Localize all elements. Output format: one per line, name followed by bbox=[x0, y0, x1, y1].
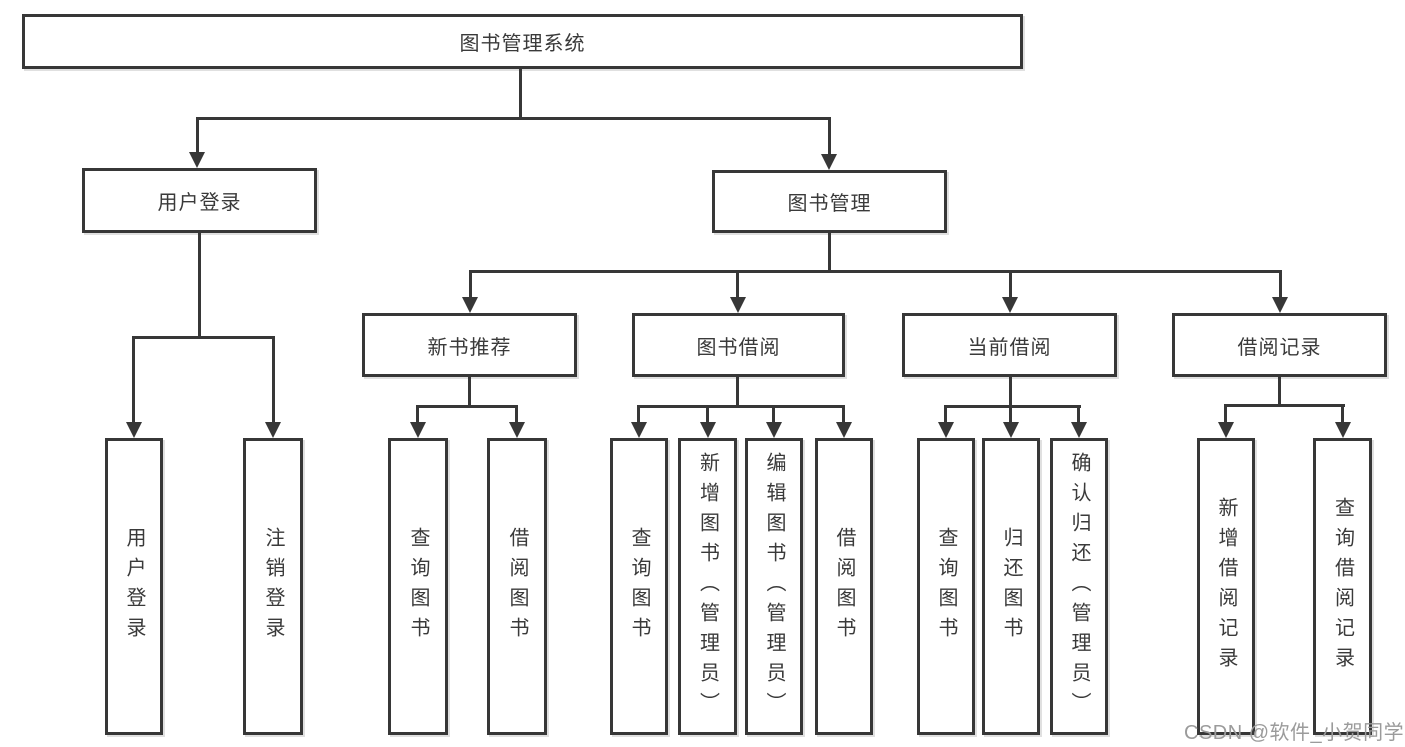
connector-line bbox=[1009, 405, 1012, 424]
arrowhead-down-icon bbox=[265, 422, 281, 438]
connector-line bbox=[706, 405, 709, 424]
connector-line bbox=[828, 233, 831, 273]
node-add-books-admin: 新增图书（管理员） bbox=[678, 438, 737, 735]
leaf-label: 用户登录 bbox=[123, 526, 145, 647]
connector-line bbox=[417, 405, 518, 408]
node-library-management-system: 图书管理系统 bbox=[22, 14, 1023, 69]
connector-line bbox=[196, 117, 199, 153]
arrowhead-down-icon bbox=[700, 422, 716, 438]
node-book-borrowing: 图书借阅 bbox=[632, 313, 845, 377]
connector-line bbox=[1341, 404, 1344, 424]
arrowhead-down-icon bbox=[126, 422, 142, 438]
connector-line bbox=[944, 405, 947, 424]
node-current-borrowing: 当前借阅 bbox=[902, 313, 1117, 377]
connector-line bbox=[515, 405, 518, 424]
leaf-label: 借阅图书 bbox=[833, 526, 855, 647]
arrowhead-down-icon bbox=[766, 422, 782, 438]
node-user-login-action: 用户登录 bbox=[105, 438, 163, 735]
node-edit-books-admin: 编辑图书（管理员） bbox=[745, 438, 803, 735]
connector-line bbox=[469, 270, 1282, 273]
arrowhead-down-icon bbox=[836, 422, 852, 438]
watermark: CSDN @软件_小贺同学 bbox=[1184, 722, 1405, 744]
connector-line bbox=[132, 336, 135, 423]
connector-line bbox=[1224, 404, 1227, 424]
arrowhead-down-icon bbox=[821, 154, 837, 170]
connector-line bbox=[519, 69, 522, 118]
connector-line bbox=[842, 405, 845, 424]
node-query-books-borrowing: 查询图书 bbox=[610, 438, 668, 735]
node-return-books: 归还图书 bbox=[982, 438, 1040, 735]
node-borrow-books-recommend: 借阅图书 bbox=[487, 438, 547, 735]
arrowhead-down-icon bbox=[1272, 297, 1288, 313]
leaf-label: 确认归还（管理员） bbox=[1068, 451, 1090, 722]
leaf-label: 借阅图书 bbox=[506, 526, 528, 647]
node-query-books-recommend: 查询图书 bbox=[388, 438, 448, 735]
node-book-management: 图书管理 bbox=[712, 170, 947, 233]
leaf-label: 查询图书 bbox=[628, 526, 650, 647]
connector-line bbox=[638, 405, 845, 408]
arrowhead-down-icon bbox=[1335, 422, 1351, 438]
connector-line bbox=[272, 336, 275, 423]
node-new-book-recommend: 新书推荐 bbox=[362, 313, 577, 377]
arrowhead-down-icon bbox=[1218, 422, 1234, 438]
arrowhead-down-icon bbox=[1071, 422, 1087, 438]
connector-line bbox=[1278, 377, 1281, 407]
node-borrowing-records: 借阅记录 bbox=[1172, 313, 1387, 377]
arrowhead-down-icon bbox=[189, 152, 205, 168]
leaf-label: 注销登录 bbox=[262, 526, 284, 647]
connector-line bbox=[772, 405, 775, 424]
node-query-borrow-record: 查询借阅记录 bbox=[1313, 438, 1372, 735]
connector-line bbox=[1077, 405, 1080, 424]
leaf-label: 归还图书 bbox=[1000, 526, 1022, 647]
leaf-label: 查询借阅记录 bbox=[1331, 496, 1354, 677]
connector-line bbox=[637, 405, 640, 424]
connector-line bbox=[133, 336, 275, 339]
arrowhead-down-icon bbox=[1003, 422, 1019, 438]
node-logout: 注销登录 bbox=[243, 438, 303, 735]
node-user-login: 用户登录 bbox=[82, 168, 317, 233]
arrowhead-down-icon bbox=[631, 422, 647, 438]
leaf-label: 编辑图书（管理员） bbox=[763, 451, 785, 722]
leaf-label: 新增借阅记录 bbox=[1215, 496, 1237, 677]
connector-line bbox=[198, 233, 201, 339]
arrowhead-down-icon bbox=[509, 422, 525, 438]
arrowhead-down-icon bbox=[938, 422, 954, 438]
connector-line bbox=[828, 117, 831, 155]
node-query-books-current: 查询图书 bbox=[917, 438, 975, 735]
connector-line bbox=[736, 270, 739, 298]
connector-line bbox=[469, 270, 472, 298]
arrowhead-down-icon bbox=[410, 422, 426, 438]
connector-line bbox=[1009, 270, 1012, 298]
connector-line bbox=[1225, 404, 1345, 407]
leaf-label: 查询图书 bbox=[407, 526, 429, 647]
node-confirm-return-admin: 确认归还（管理员） bbox=[1050, 438, 1108, 735]
arrowhead-down-icon bbox=[462, 297, 478, 313]
connector-line bbox=[1279, 270, 1282, 298]
node-borrow-books-borrowing: 借阅图书 bbox=[815, 438, 873, 735]
connector-line bbox=[416, 405, 419, 424]
connector-line bbox=[197, 117, 830, 120]
leaf-label: 新增图书（管理员） bbox=[696, 451, 719, 722]
connector-line bbox=[736, 377, 739, 408]
connector-line bbox=[468, 377, 471, 408]
connector-line bbox=[945, 405, 1081, 408]
connector-line bbox=[1009, 377, 1012, 408]
node-add-borrow-record: 新增借阅记录 bbox=[1197, 438, 1255, 735]
arrowhead-down-icon bbox=[1002, 297, 1018, 313]
leaf-label: 查询图书 bbox=[935, 526, 957, 647]
arrowhead-down-icon bbox=[730, 297, 746, 313]
